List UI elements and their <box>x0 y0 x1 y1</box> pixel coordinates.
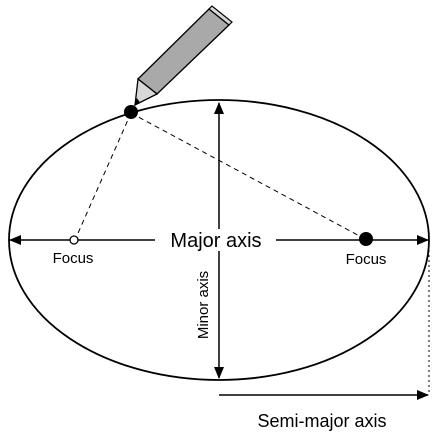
focus-left-marker <box>69 235 79 245</box>
minor-axis-label: Minor axis <box>195 271 212 339</box>
ellipse-point-marker <box>124 105 138 119</box>
focal-radius-right <box>130 112 366 240</box>
major-axis-label: Major axis <box>170 230 261 252</box>
focus-left-label: Focus <box>53 250 94 267</box>
semi-major-axis-label: Semi-major axis <box>257 411 386 431</box>
pencil-icon <box>134 5 233 107</box>
focus-right-marker <box>359 232 373 246</box>
focus-right-label: Focus <box>346 251 387 268</box>
